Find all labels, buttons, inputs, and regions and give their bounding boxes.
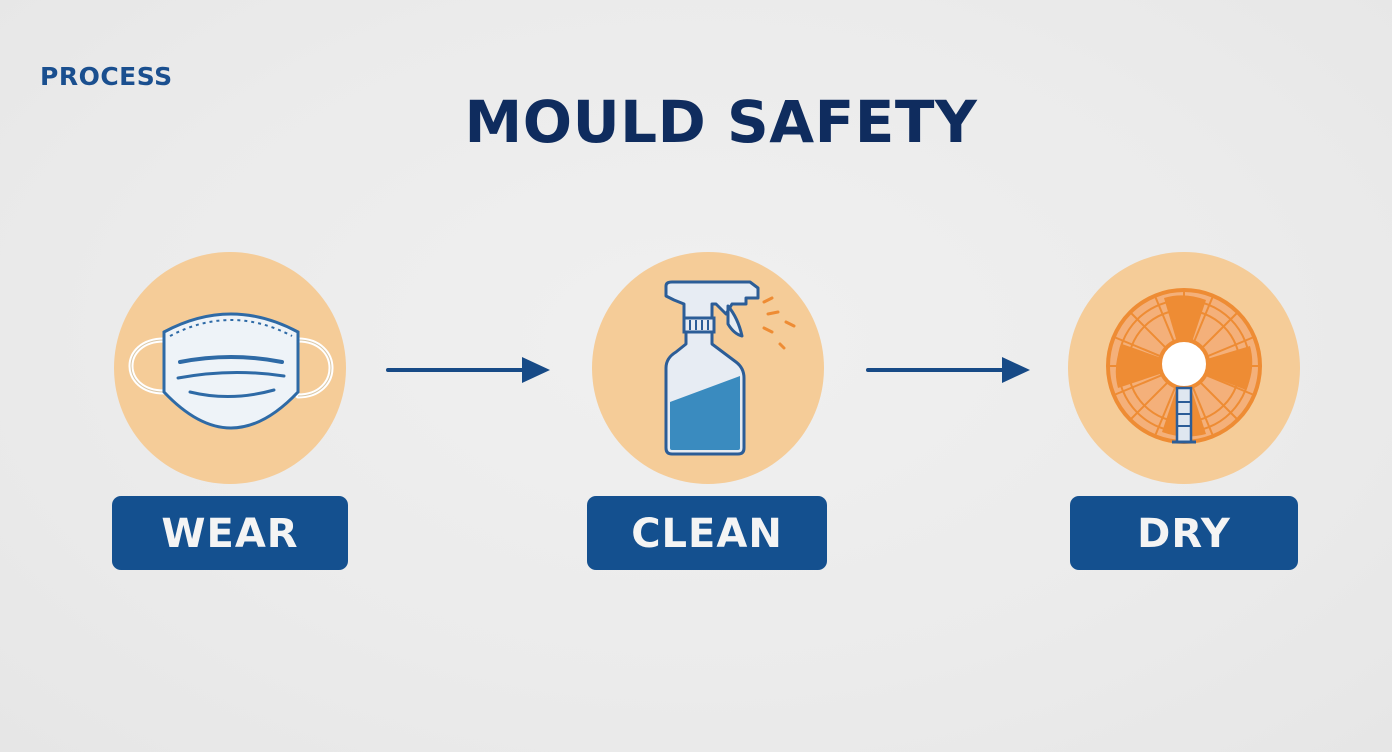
spray-bottle-icon (664, 280, 796, 456)
step-label-dry: DRY (1070, 496, 1298, 570)
step-label-wear: WEAR (112, 496, 348, 570)
section-kicker: PROCESS (40, 62, 173, 91)
diagram-title: MOULD SAFETY (464, 88, 978, 156)
face-mask-icon (128, 312, 334, 430)
step-wear-circle (114, 252, 346, 484)
arrow-right-icon (866, 357, 1030, 383)
arrow-right-icon (386, 357, 550, 383)
step-dry-circle (1068, 252, 1300, 484)
step-label-clean: CLEAN (587, 496, 827, 570)
fan-icon (1106, 288, 1262, 444)
step-clean-circle (592, 252, 824, 484)
